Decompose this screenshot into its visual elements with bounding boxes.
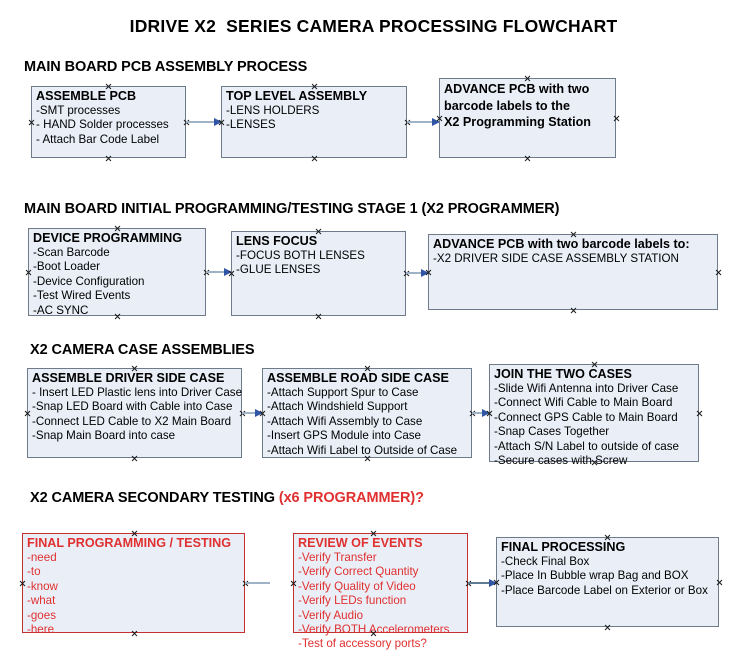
node-line: -Connect LED Cable to X2 Main Board: [32, 414, 232, 428]
node-line: - Insert LED Plastic lens into Driver Ca…: [32, 386, 243, 399]
node-review-of-events[interactable]: REVIEW OF EVENTS -Verify Transfer -Verif…: [293, 533, 468, 650]
node-title: ADVANCE PCB with two barcode labels to:: [433, 237, 690, 251]
section-heading-text: X2 CAMERA CASE ASSEMBLIES: [30, 342, 255, 358]
node-device-programming[interactable]: DEVICE PROGRAMMING -Scan Barcode -Boot L…: [28, 228, 206, 317]
node-final-programming-testing[interactable]: FINAL PROGRAMMING / TESTING -need -to -k…: [22, 533, 245, 636]
node-line: -Connect Wifi Cable to Main Board: [494, 396, 673, 410]
node-line: -Verify Correct Quantity: [298, 565, 419, 579]
node-title: FINAL PROGRAMMING / TESTING: [27, 536, 232, 550]
node-line: -Attach Wifi Label to Outside of Case: [267, 443, 458, 457]
connector-top-level-assembly-to-advance-pcb: [407, 118, 440, 126]
node-line: -Connect GPS Cable to Main Board: [494, 410, 678, 424]
node-line: - HAND Solder processes: [36, 118, 169, 132]
node-line: -Attach Support Spur to Case: [267, 386, 419, 399]
node-line: -X2 DRIVER SIDE CASE ASSEMBLY STATION: [433, 252, 679, 265]
connector-assemble-pcb-to-top-level-assembly: [186, 118, 222, 126]
node-advance-pcb-to-x2-programming-station[interactable]: ADVANCE PCB with two barcode labels to t…: [439, 78, 616, 158]
node-line: -Snap LED Board with Cable into Case: [32, 400, 233, 414]
node-line: -Snap Main Board into case: [32, 429, 176, 443]
node-line: -Snap Cases Together: [494, 425, 610, 439]
node-line: -here: [27, 623, 55, 637]
node-line: -Secure cases with Screw: [494, 454, 628, 468]
section-heading-x2-camera-case-assemblies: X2 CAMERA CASE ASSEMBLIES: [30, 342, 255, 358]
connector-device-programming-to-lens-focus: [206, 268, 232, 276]
node-line: -LENSES: [226, 118, 276, 132]
node-line: -what: [27, 594, 56, 608]
node-title: LENS FOCUS: [236, 234, 318, 248]
connector-stub-final-programming: [245, 582, 270, 584]
node-line: -AC SYNC: [33, 303, 89, 317]
node-line: -need: [27, 551, 57, 564]
connector-driver-side-to-road-side: [242, 409, 263, 417]
section-heading-text: X2 CAMERA SECONDARY TESTING: [30, 490, 279, 506]
node-line: -Insert GPS Module into Case: [267, 429, 422, 443]
node-lens-focus[interactable]: LENS FOCUS -FOCUS BOTH LENSES -GLUE LENS…: [231, 231, 406, 316]
node-line: -Check Final Box: [501, 555, 590, 568]
node-line: -Place Barcode Label on Exterior or Box: [501, 583, 708, 597]
node-title: ADVANCE PCB with two barcode labels to t…: [444, 82, 591, 129]
connector-review-of-events-to-final-processing: [468, 579, 497, 587]
node-advance-pcb-to-driver-side-case-assembly[interactable]: ADVANCE PCB with two barcode labels to: …: [428, 234, 718, 310]
node-assemble-road-side-case[interactable]: ASSEMBLE ROAD SIDE CASE -Attach Support …: [262, 368, 472, 458]
node-line: -to: [27, 565, 41, 579]
node-title: ASSEMBLE PCB: [36, 89, 137, 103]
node-line: -Verify BOTH Accelerometers: [298, 623, 450, 637]
node-line: -Verify Quality of Video: [298, 579, 416, 593]
node-assemble-pcb[interactable]: ASSEMBLE PCB -SMT processes - HAND Solde…: [31, 86, 186, 158]
node-assemble-driver-side-case[interactable]: ASSEMBLE DRIVER SIDE CASE - Insert LED P…: [27, 368, 242, 458]
section-heading-text: MAIN BOARD INITIAL PROGRAMMING/TESTING S…: [24, 201, 560, 217]
node-line: -Attach S/N Label to outside of case: [494, 439, 679, 453]
connector-lens-focus-to-advance-pcb: [406, 269, 429, 277]
node-line: -Verify Audio: [298, 608, 364, 622]
node-top-level-assembly[interactable]: TOP LEVEL ASSEMBLY -LENS HOLDERS -LENSES: [221, 86, 407, 158]
node-line: -SMT processes: [36, 104, 121, 117]
node-line: -FOCUS BOTH LENSES: [236, 249, 365, 262]
connector-road-side-to-join-cases: [472, 409, 490, 417]
node-title: REVIEW OF EVENTS: [298, 536, 423, 550]
node-line: -Verify LEDs function: [298, 594, 407, 608]
node-title: ASSEMBLE DRIVER SIDE CASE: [32, 371, 225, 385]
node-line: -Boot Loader: [33, 260, 101, 274]
node-line: -Scan Barcode: [33, 246, 110, 259]
node-line: -Attach Wifi Assembly to Case: [267, 414, 423, 428]
node-line: - Attach Bar Code Label: [36, 132, 160, 146]
node-line: -LENS HOLDERS: [226, 104, 320, 117]
node-line: -Test of accessory ports?: [298, 637, 427, 651]
node-title: DEVICE PROGRAMMING: [33, 231, 183, 245]
node-line: -Device Configuration: [33, 274, 145, 288]
node-title: JOIN THE TWO CASES: [494, 367, 632, 381]
node-final-processing[interactable]: FINAL PROCESSING -Check Final Box -Place…: [496, 537, 719, 627]
page-title: IDRIVE X2 SERIES CAMERA PROCESSING FLOWC…: [129, 16, 618, 36]
node-line: -GLUE LENSES: [236, 263, 321, 277]
node-line: -Attach Windshield Support: [267, 400, 408, 414]
node-title: ASSEMBLE ROAD SIDE CASE: [267, 371, 449, 385]
node-title: TOP LEVEL ASSEMBLY: [226, 89, 368, 103]
node-line: -Slide Wifi Antenna into Driver Case: [494, 382, 679, 395]
node-line: -goes: [27, 608, 57, 622]
section-heading-main-board-initial-programming-testing-stage-1: MAIN BOARD INITIAL PROGRAMMING/TESTING S…: [24, 201, 560, 217]
node-line: -Verify Transfer: [298, 551, 377, 564]
node-line: -Place In Bubble wrap Bag and BOX: [501, 569, 689, 583]
node-title: FINAL PROCESSING: [501, 540, 626, 554]
section-heading-x2-camera-secondary-testing: X2 CAMERA SECONDARY TESTING (x6 PROGRAMM…: [30, 490, 424, 506]
node-line: -know: [27, 579, 58, 593]
section-heading-text: MAIN BOARD PCB ASSEMBLY PROCESS: [24, 59, 308, 75]
section-heading-accent: (x6 PROGRAMMER)?: [278, 490, 424, 506]
node-join-the-two-cases[interactable]: JOIN THE TWO CASES -Slide Wifi Antenna i…: [489, 364, 699, 467]
node-line: -Test Wired Events: [33, 289, 131, 303]
section-heading-main-board-pcb-assembly-process: MAIN BOARD PCB ASSEMBLY PROCESS: [24, 59, 307, 75]
